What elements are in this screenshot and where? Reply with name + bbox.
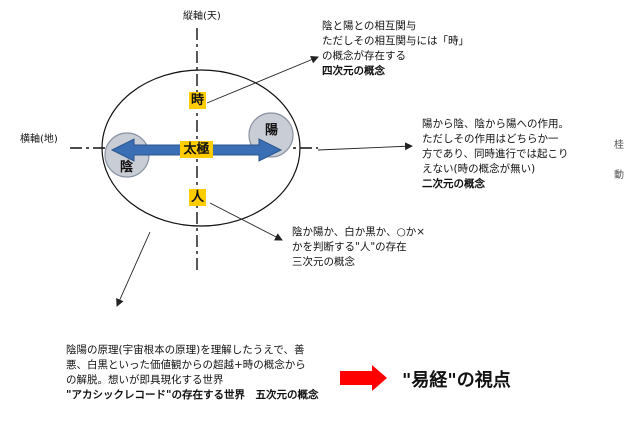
- note-line: 陽から陰、陰から陽への作用。: [422, 118, 569, 130]
- note-line: ただしその作用はどちらか一: [422, 133, 559, 145]
- note-title: 四次元の概念: [322, 65, 385, 77]
- note-line: 悪、白黒といった価値観からの超越+時の概念から: [66, 359, 306, 371]
- note-line: ただしその相互関与には「時」: [322, 35, 469, 47]
- note-line: 陰陽の原理(宇宙根本の原理)を理解したうえで、善: [66, 344, 305, 356]
- conclusion-arrow: [340, 365, 387, 391]
- note-line: 陰と陽との相互関与: [322, 20, 417, 32]
- note-three-dim: 陰か陽か、白か黒か、○か× かを判断する"人"の存在 三次元の概念: [292, 225, 425, 270]
- note-title: 三次元の概念: [292, 256, 355, 268]
- note-five-dim: 陰陽の原理(宇宙根本の原理)を理解したうえで、善 悪、白黒といった価値観からの超…: [66, 343, 318, 403]
- note-line: の解脱。想いが即具現化する世界: [66, 374, 224, 386]
- note-title: "アカシックレコード"の存在する世界 五次元の概念: [66, 389, 319, 401]
- outer-ellipse: [101, 69, 301, 227]
- yin-label: 陰: [119, 160, 133, 175]
- note-title: 二次元の概念: [422, 178, 485, 190]
- leader-four-dim: [206, 55, 319, 104]
- yang-label: 陽: [264, 123, 278, 138]
- leader-two-dim: [317, 142, 413, 151]
- vertical-axis-label: 縦軸(天): [183, 11, 221, 22]
- note-two-dim: 陽から陰、陰から陽への作用。 ただしその作用はどちらか一 方であり、同時進行では…: [422, 117, 569, 192]
- conclusion-text: "易経"の視点: [402, 370, 511, 391]
- edge-fragment: 動: [614, 170, 624, 181]
- leader-three-dim: [209, 202, 283, 241]
- horizontal-axis-label: 横軸(地): [20, 134, 58, 145]
- edge-fragment: 桂: [614, 140, 624, 151]
- note-line: えない(時の概念が無い): [422, 163, 536, 175]
- leader-five-dim: [116, 231, 151, 307]
- note-line: 方であり、同時進行では起こり: [422, 148, 569, 160]
- note-line: の概念が存在する: [322, 50, 406, 62]
- time-tag: 時: [189, 92, 206, 109]
- note-four-dim: 陰と陽との相互関与 ただしその相互関与には「時」 の概念が存在する 四次元の概念: [322, 19, 469, 79]
- note-line: かを判断する"人"の存在: [292, 241, 407, 253]
- taikyoku-tag: 太極: [180, 141, 213, 158]
- note-line: 陰か陽か、白か黒か、○か×: [292, 226, 426, 238]
- person-tag: 人: [189, 189, 206, 206]
